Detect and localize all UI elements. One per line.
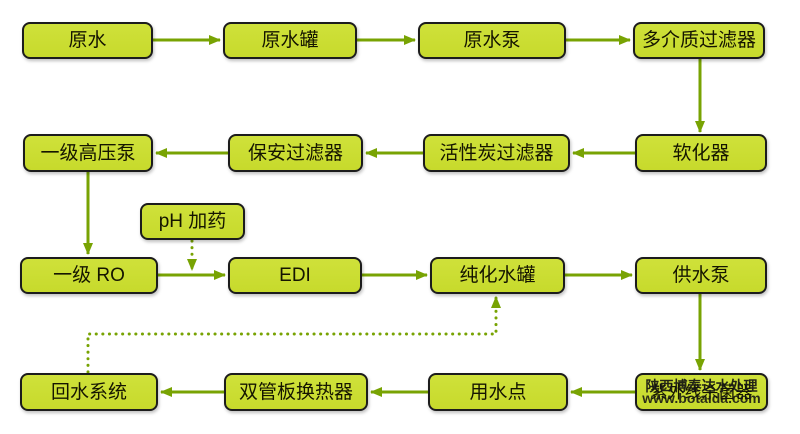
node-label-hp-pump: 一级高压泵 [40, 142, 136, 164]
node-use-point: 用水点 [428, 373, 568, 411]
node-label-security-filter: 保安过滤器 [247, 142, 343, 164]
node-multimedia-filter: 多介质过滤器 [633, 22, 765, 59]
node-label-softener: 软化器 [672, 142, 730, 164]
node-label-heat-exchanger: 双管板换热器 [238, 381, 353, 403]
node-supply-pump: 供水泵 [635, 257, 767, 294]
node-label-stage1-ro: 一级 RO [53, 265, 125, 286]
node-carbon-filter: 活性炭过滤器 [423, 134, 570, 172]
node-label-uv-sterilizer: 紫外线杀菌器 [650, 382, 753, 402]
node-label-raw-water-pump: 原水泵 [463, 30, 521, 51]
node-label-purified-tank: 纯化水罐 [459, 265, 536, 286]
node-raw-water-tank: 原水罐 [223, 22, 357, 59]
node-label-raw-water: 原水 [68, 30, 107, 51]
node-edi: EDI [228, 257, 362, 294]
edge-return-to-puretank [86, 295, 501, 374]
node-security-filter: 保安过滤器 [228, 134, 363, 172]
node-softener: 软化器 [635, 134, 767, 172]
node-heat-exchanger: 双管板换热器 [224, 373, 368, 411]
node-return-system: 回水系统 [20, 373, 158, 411]
node-label-carbon-filter: 活性炭过滤器 [439, 142, 554, 164]
node-label-ph-dosing: pH 加药 [158, 211, 227, 232]
node-raw-water-pump: 原水泵 [418, 22, 566, 59]
node-label-raw-water-tank: 原水罐 [261, 30, 319, 51]
node-stage1-ro: 一级 RO [20, 257, 158, 294]
node-label-supply-pump: 供水泵 [672, 265, 730, 286]
node-purified-tank: 纯化水罐 [430, 257, 565, 294]
node-hp-pump: 一级高压泵 [23, 134, 153, 172]
node-ph-dosing: pH 加药 [140, 203, 245, 240]
node-label-return-system: 回水系统 [50, 381, 127, 403]
node-raw-water: 原水 [22, 22, 153, 59]
node-label-use-point: 用水点 [469, 381, 527, 403]
node-label-multimedia-filter: 多介质过滤器 [641, 30, 756, 51]
node-label-edi: EDI [279, 265, 311, 286]
